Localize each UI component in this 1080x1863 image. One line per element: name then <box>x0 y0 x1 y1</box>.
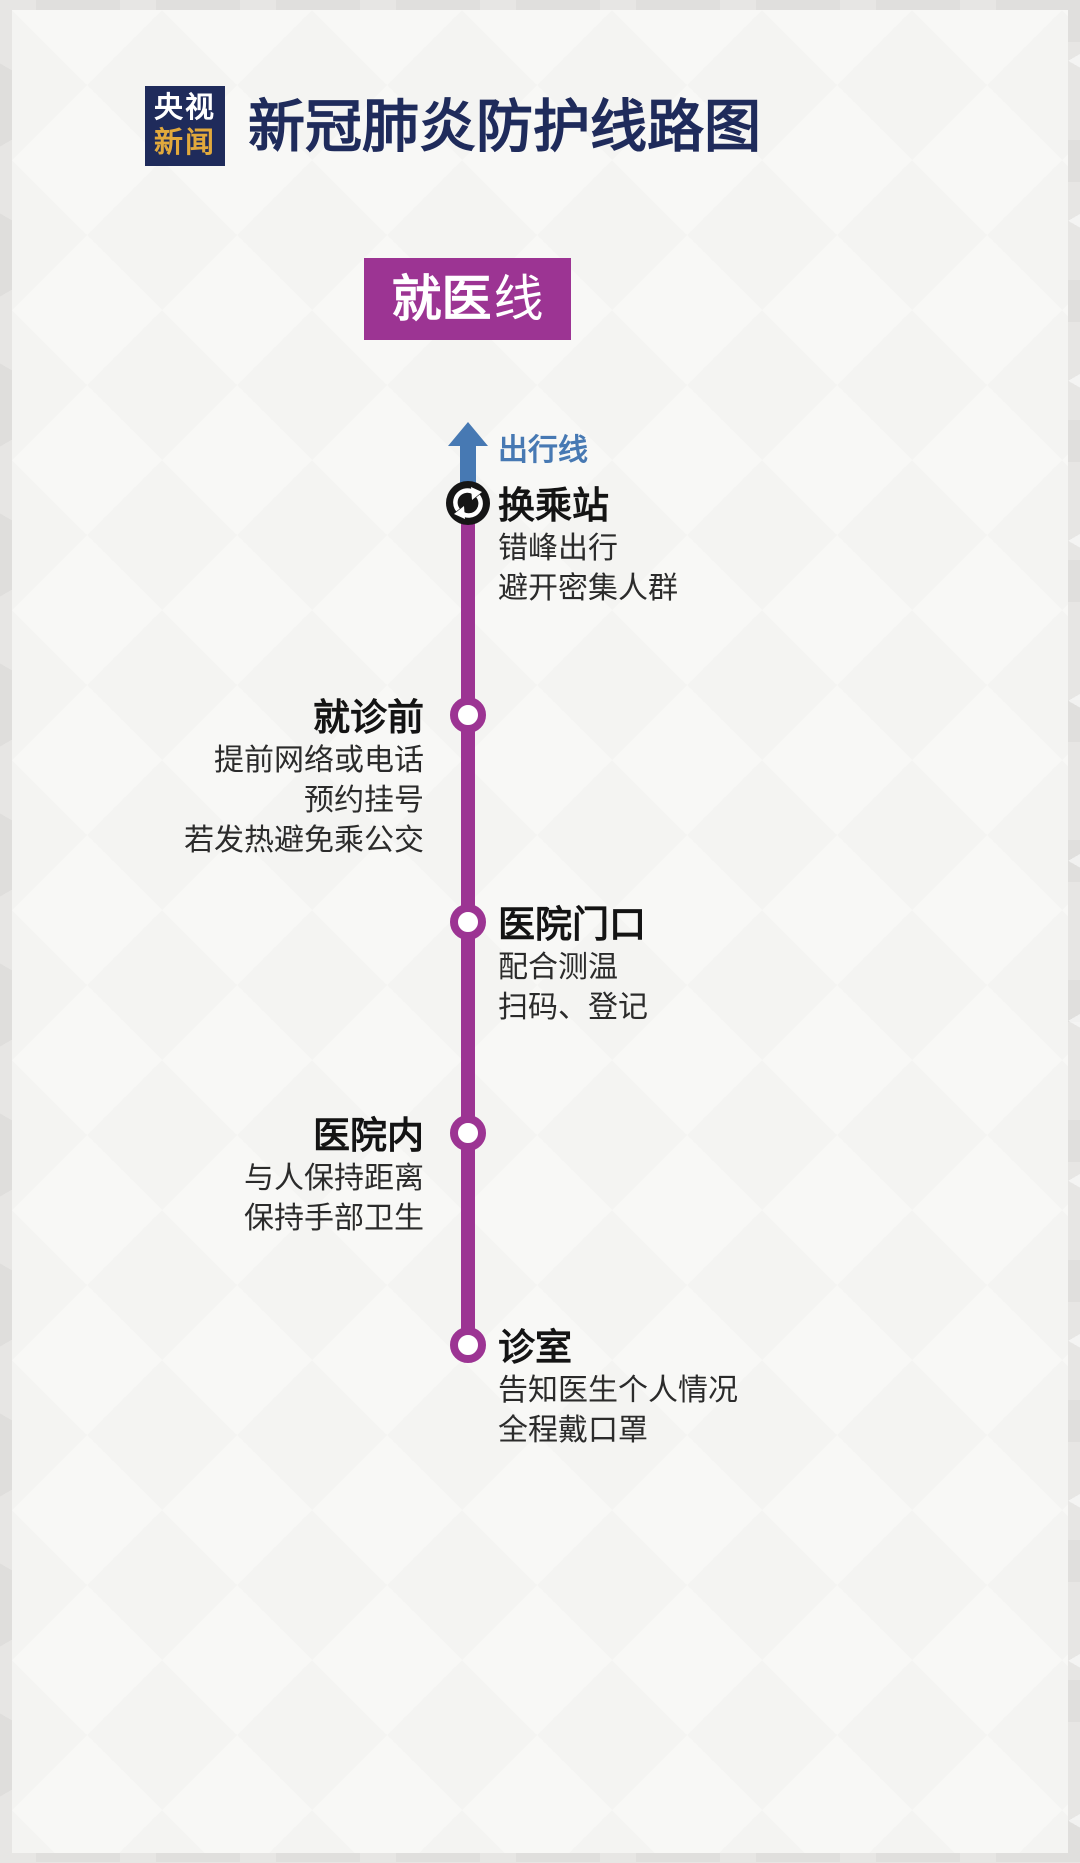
content-card: 央视 新闻 新冠肺炎防护线路图 就医 线 出行线 <box>12 10 1068 1853</box>
transfer-station-icon <box>446 481 490 525</box>
badge-text-bold: 就医 <box>391 271 492 327</box>
station-detail: 保持手部卫生 <box>244 1202 424 1235</box>
station-name: 医院内 <box>313 1115 424 1156</box>
station-detail: 全程戴口罩 <box>498 1414 648 1447</box>
title-part-regular: 新冠肺炎 <box>248 95 476 159</box>
station-inside-hospital: 医院内 与人保持距离 保持手部卫生 <box>244 1114 424 1238</box>
station-detail: 提前网络或电话 <box>214 744 424 777</box>
logo-text-line2: 新闻 <box>153 127 216 159</box>
page-title: 新冠肺炎防护线路图 <box>248 86 761 166</box>
station-detail: 避开密集人群 <box>498 572 678 605</box>
station-detail: 错峰出行 <box>498 532 618 565</box>
station-transfer: 换乘站 错峰出行 避开密集人群 <box>498 484 678 608</box>
title-part-bold: 防护线路图 <box>476 95 761 159</box>
logo-text-line1: 央视 <box>153 92 216 124</box>
station-name: 医院门口 <box>498 904 646 945</box>
station-detail: 与人保持距离 <box>244 1162 424 1195</box>
station-name: 换乘站 <box>498 485 609 526</box>
route-map: 出行线 换乘站 错峰出行 避开密集人群 <box>12 10 1068 1853</box>
station-dot-consulting-room <box>450 1327 486 1363</box>
station-hospital-entrance: 医院门口 配合测温 扫码、登记 <box>498 903 648 1027</box>
station-detail: 预约挂号 <box>304 784 424 817</box>
up-arrow-icon <box>448 422 488 484</box>
station-name: 就诊前 <box>313 697 424 738</box>
station-name: 诊室 <box>498 1327 572 1368</box>
station-consulting-room: 诊室 告知医生个人情况 全程戴口罩 <box>498 1326 738 1450</box>
station-detail: 配合测温 <box>498 951 618 984</box>
route-name-badge: 就医 线 <box>364 258 571 340</box>
station-detail: 扫码、登记 <box>498 991 648 1024</box>
station-dot-inside-hospital <box>450 1115 486 1151</box>
station-detail: 告知医生个人情况 <box>498 1374 738 1407</box>
transfer-line-label: 出行线 <box>498 434 588 467</box>
station-before-visit: 就诊前 提前网络或电话 预约挂号 若发热避免乘公交 <box>184 696 424 860</box>
station-dot-hospital-entrance <box>450 904 486 940</box>
station-detail: 若发热避免乘公交 <box>184 824 424 857</box>
cctv-news-logo: 央视 新闻 <box>145 86 225 166</box>
badge-text-regular: 线 <box>493 271 544 327</box>
station-dot-before-visit <box>450 697 486 733</box>
